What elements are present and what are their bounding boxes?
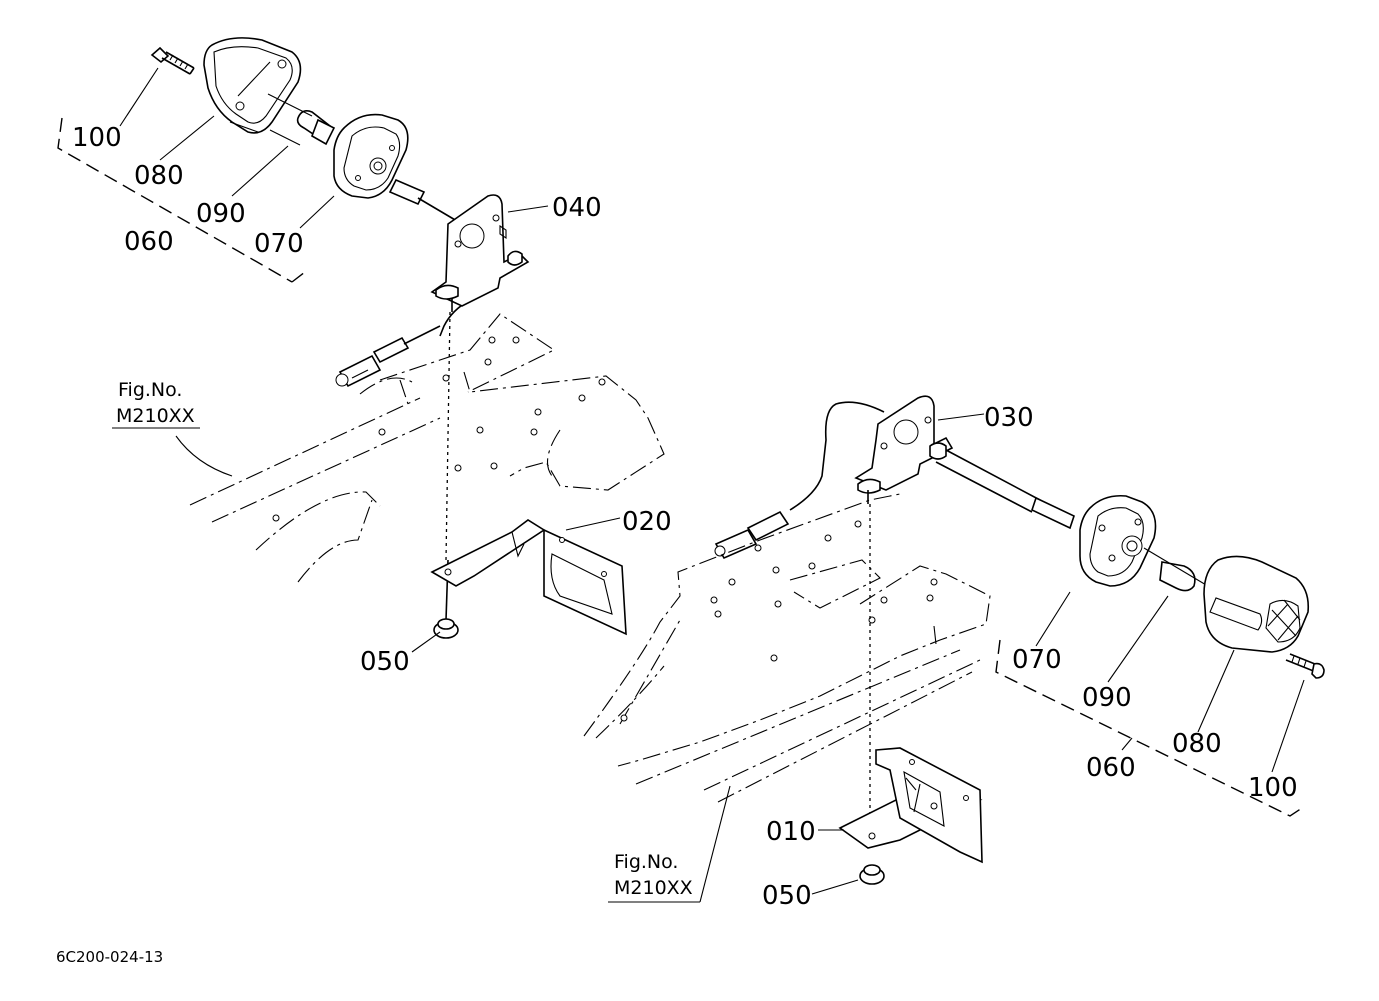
left-label-080: 080 <box>134 161 184 191</box>
right-label-070: 070 <box>1012 645 1062 675</box>
right-chassis-outline <box>583 493 991 803</box>
right-bulb-090-part <box>1143 547 1229 599</box>
right-connector-part <box>714 510 790 560</box>
right-bracket-030-part <box>854 395 954 494</box>
right-label-060: 060 <box>1086 753 1136 783</box>
left-set-bracket-line <box>57 117 306 283</box>
right-label-010: 010 <box>766 817 816 847</box>
left-label-050: 050 <box>360 647 410 677</box>
right-screw-100-part <box>1285 653 1325 679</box>
left-socket-070-part <box>333 113 426 206</box>
drawing-code: 6C200-024-13 <box>56 948 163 966</box>
left-bracket-040-part <box>430 194 530 307</box>
left-screw-100-part <box>150 46 195 75</box>
right-socket-070-part <box>1079 494 1157 587</box>
right-stay-010-part <box>838 747 983 864</box>
left-label-090: 090 <box>196 199 246 229</box>
left-connector-part <box>335 325 441 388</box>
right-grommet-050-part <box>859 864 885 885</box>
right-fig-ref-line2: M210XX <box>614 877 693 899</box>
right-fig-ref-line1: Fig.No. <box>614 851 678 873</box>
left-assembly: 100 080 090 060 070 040 020 050 Fig.No. … <box>57 37 672 677</box>
left-stay-020-part <box>430 519 627 636</box>
right-set-bracket-line <box>995 639 1303 817</box>
left-label-100: 100 <box>72 123 122 153</box>
right-label-030: 030 <box>984 403 1034 433</box>
left-chassis-outline <box>189 313 665 583</box>
right-label-080: 080 <box>1172 729 1222 759</box>
left-label-040: 040 <box>552 193 602 223</box>
left-label-020: 020 <box>622 507 672 537</box>
right-label-050: 050 <box>762 881 812 911</box>
right-label-090: 090 <box>1082 683 1132 713</box>
left-fig-ref-line1: Fig.No. <box>118 379 182 401</box>
left-grommet-050-part <box>433 618 459 639</box>
left-lens-080-part <box>203 37 302 134</box>
left-leaders <box>119 67 621 653</box>
right-label-100: 100 <box>1248 773 1298 803</box>
left-fig-ref-line2: M210XX <box>116 405 195 427</box>
left-bulb-090-part <box>296 110 336 146</box>
left-assembly-axis <box>445 311 451 561</box>
right-leaders <box>699 413 1305 903</box>
right-lens-080-part <box>1203 555 1310 653</box>
left-label-060: 060 <box>124 227 174 257</box>
right-assembly: 030 070 090 080 060 100 010 050 Fig.No. … <box>583 395 1325 911</box>
right-harness-wire <box>789 401 885 511</box>
left-label-070: 070 <box>254 229 304 259</box>
